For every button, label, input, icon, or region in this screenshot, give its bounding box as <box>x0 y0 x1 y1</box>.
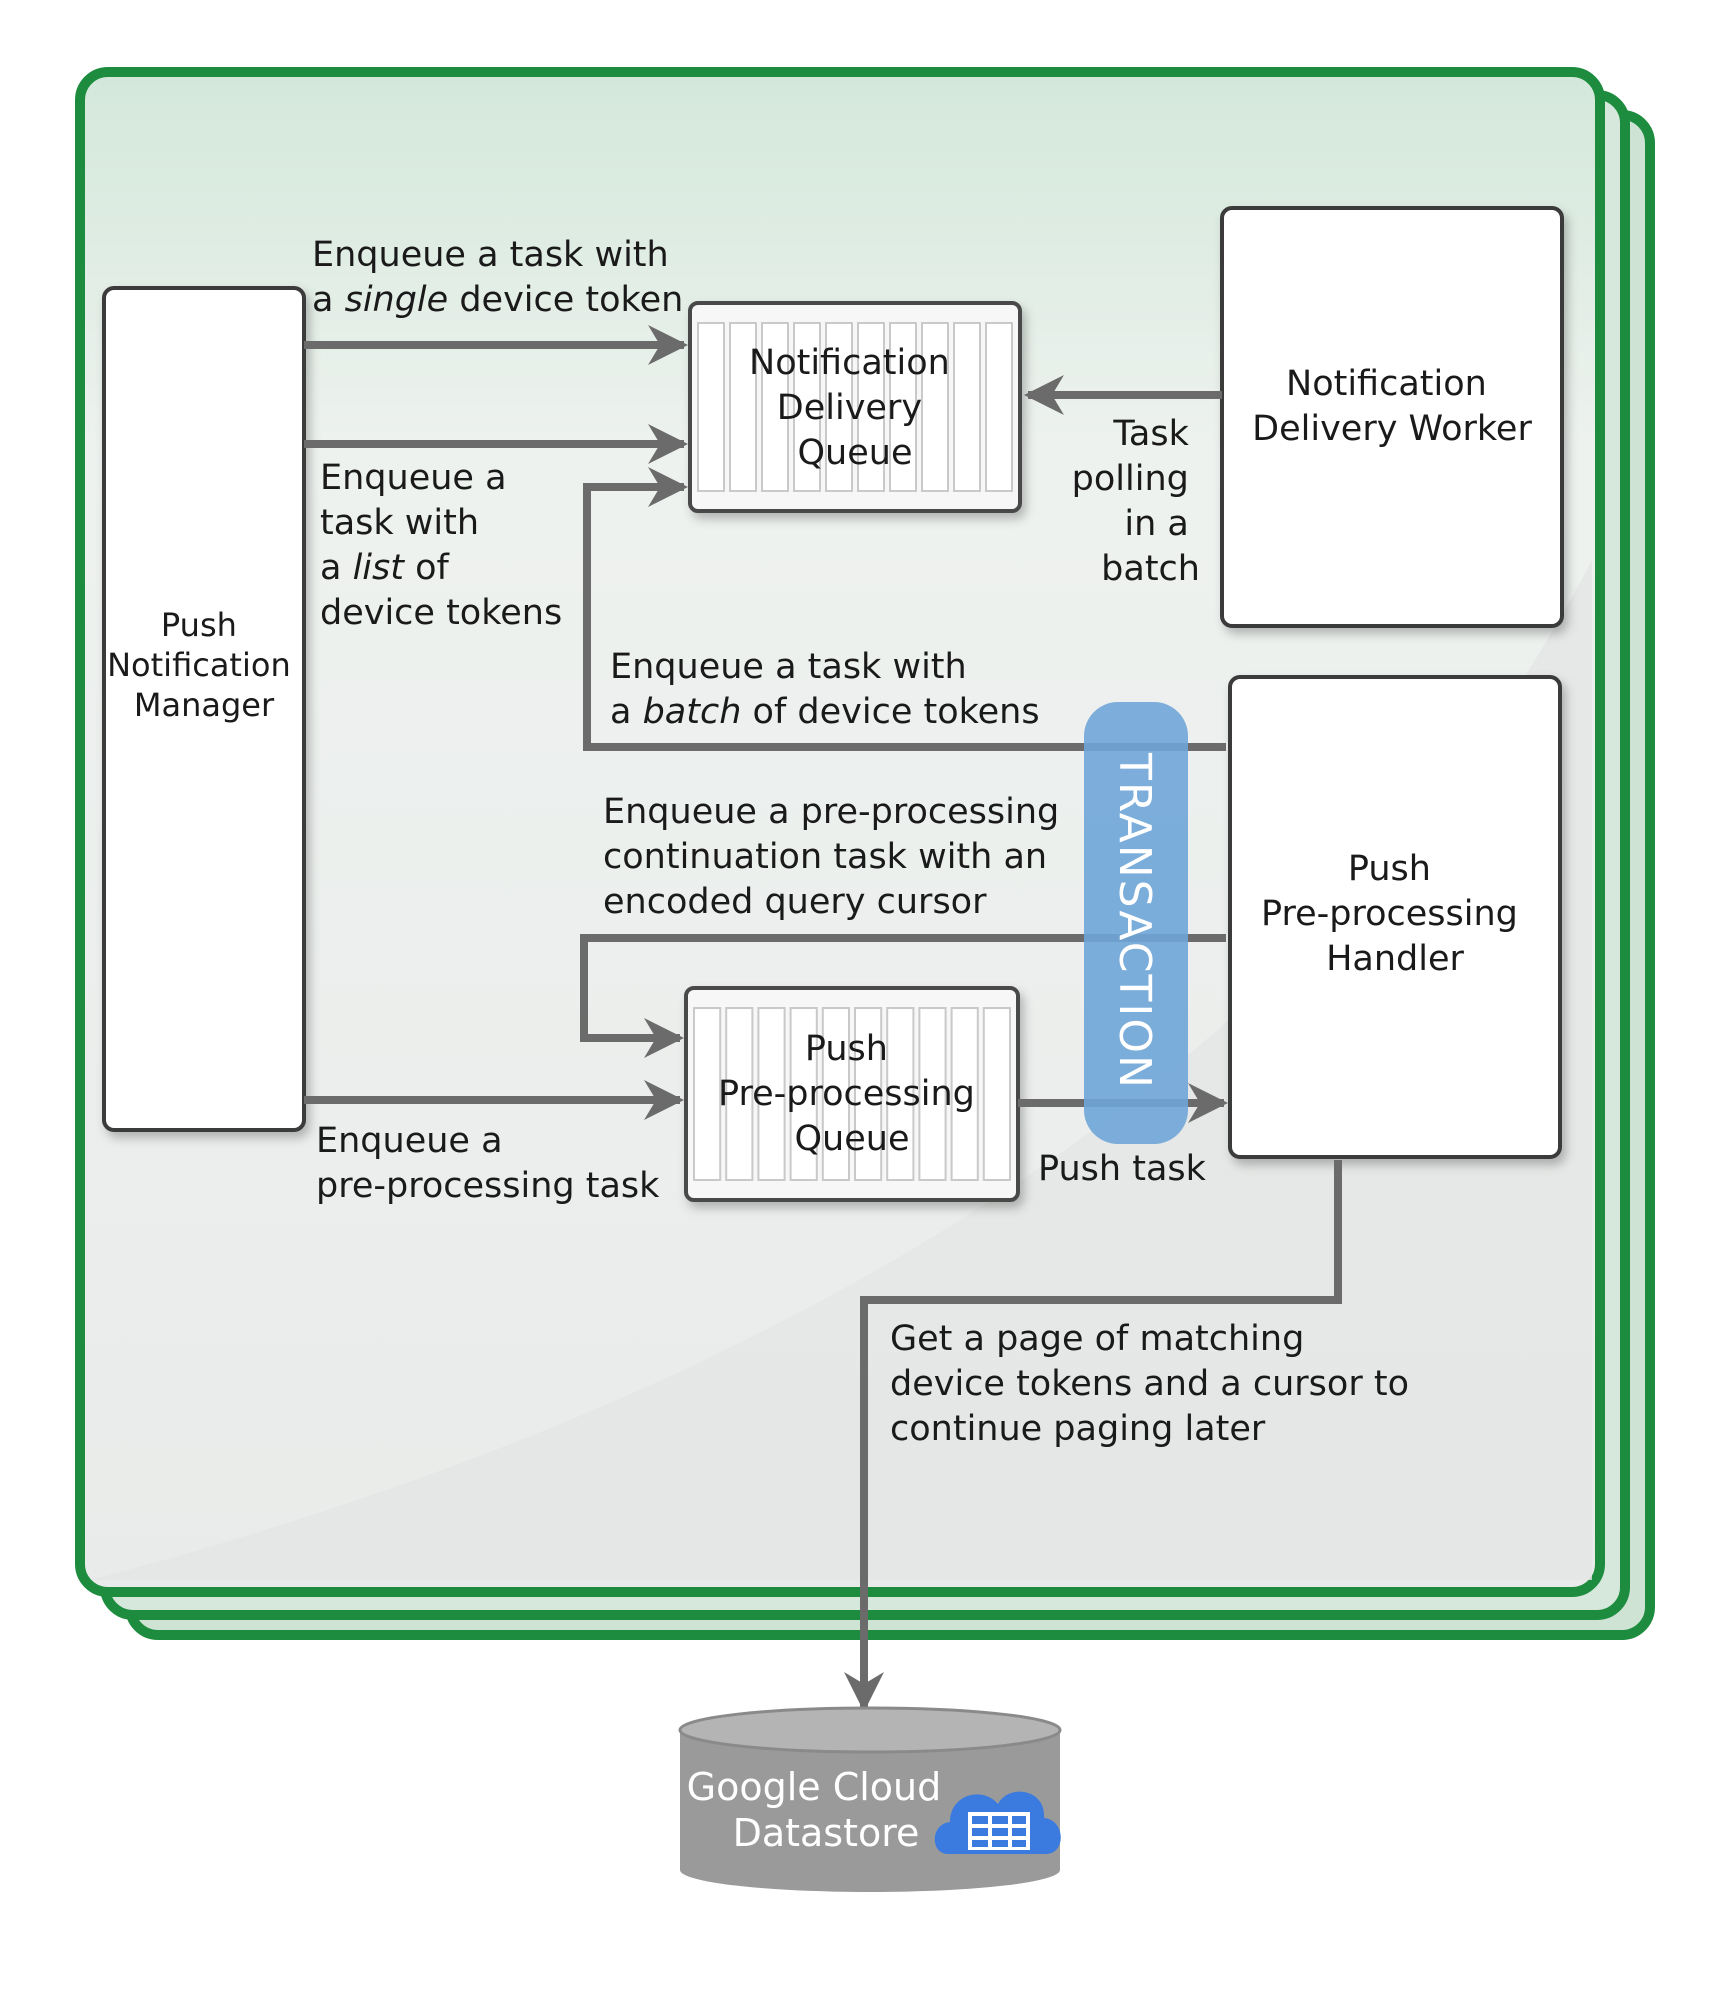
google-cloud-datastore: Google Cloud Datastore <box>678 1706 1062 1892</box>
push-preprocessing-handler-box <box>1228 675 1562 1159</box>
datastore-label: Google Cloud Datastore <box>687 1765 954 1855</box>
queue-slot <box>950 1007 979 1181</box>
delivery-worker-label: Notification Delivery Worker <box>1252 364 1532 449</box>
queue-slot <box>697 322 725 492</box>
preprocessing-handler-label: Push Pre-processing Handler <box>1261 849 1529 979</box>
manager-label: Push Notification Manager <box>107 606 301 724</box>
notification-delivery-worker-box <box>1220 206 1564 628</box>
arrow-continuation-task <box>580 934 1226 1058</box>
queue-slot <box>793 322 821 492</box>
queue-slot <box>825 322 853 492</box>
push-preprocessing-queue <box>684 986 1020 1202</box>
label-preprocessing-task: Enqueue a pre-processing task <box>316 1121 660 1206</box>
cloud-datastore-icon <box>934 1791 1061 1854</box>
transaction-label: TRANSACTION <box>1109 752 1160 1090</box>
queue-slot <box>693 1007 722 1181</box>
label-page-tokens: Get a page of matching device tokens and… <box>890 1319 1420 1449</box>
label-list-tokens: Enqueue a task with a list of device tok… <box>320 458 562 633</box>
label-batch-tokens: Enqueue a task with a batch of device to… <box>610 647 1040 732</box>
label-continuation-task: Enqueue a pre-processing continuation ta… <box>603 792 1070 922</box>
queue-slot <box>982 1007 1011 1181</box>
queue-slot <box>729 322 757 492</box>
frame-highlight <box>90 560 1592 1580</box>
queue-slot <box>821 1007 850 1181</box>
label-single-token: Enqueue a task with a single device toke… <box>312 235 683 320</box>
queue-slot <box>889 322 917 492</box>
queue-slot <box>725 1007 754 1181</box>
queue-slot <box>886 1007 915 1181</box>
queue-slot <box>761 322 789 492</box>
transaction-band: TRANSACTION <box>1084 702 1188 1144</box>
queue-slot <box>857 322 885 492</box>
delivery-queue-label: Notification Delivery Queue <box>749 343 961 473</box>
arrow-batch-tokens <box>583 467 1226 751</box>
arrow-datastore-query <box>844 1160 1342 1712</box>
queue-slot <box>918 1007 947 1181</box>
push-notification-manager-box <box>102 286 306 1132</box>
queue-slot <box>953 322 981 492</box>
queue-slot <box>854 1007 883 1181</box>
label-task-polling: Task polling in a batch <box>1072 414 1200 589</box>
queue-slot <box>921 322 949 492</box>
notification-delivery-queue <box>688 301 1022 513</box>
label-push-task: Push task <box>1038 1149 1207 1189</box>
queue-slot <box>789 1007 818 1181</box>
queue-slot <box>757 1007 786 1181</box>
preprocessing-queue-label: Push Pre-processing Queue <box>718 1029 986 1159</box>
queue-slot <box>985 322 1013 492</box>
